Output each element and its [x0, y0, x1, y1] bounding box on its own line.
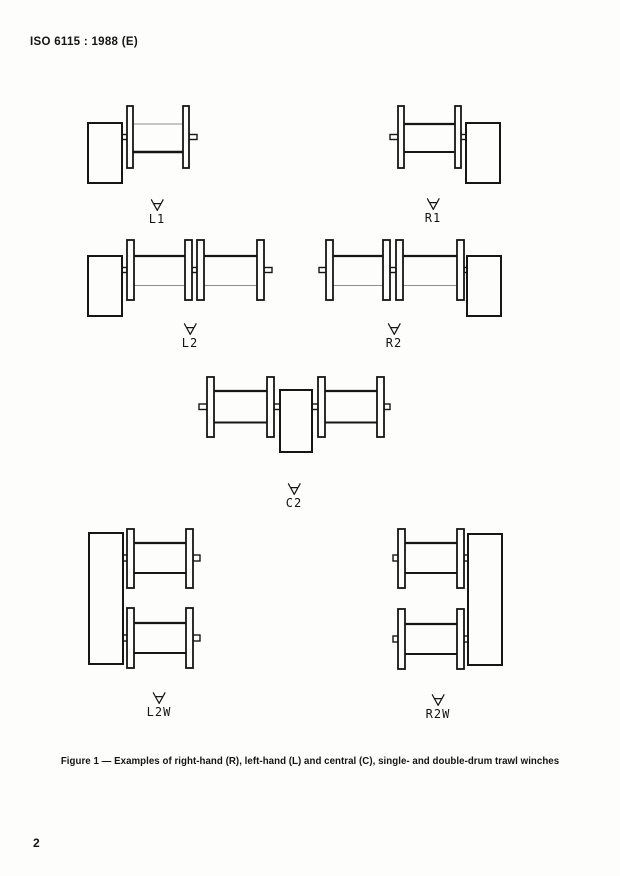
warp-direction-icon [426, 198, 440, 210]
warp-direction-icon [150, 199, 164, 211]
warp-direction-icon [287, 483, 301, 495]
winch-label-group-l2w: L2W [147, 692, 172, 719]
winch-label-c2: C2 [285, 496, 303, 510]
page-number: 2 [33, 836, 40, 850]
winch-diagram-r1 [389, 105, 501, 184]
winch-diagram-l1 [87, 105, 198, 184]
winch-label-group-c2: C2 [286, 483, 302, 510]
warp-direction-icon [183, 323, 197, 335]
winch-diagram-l2w [88, 528, 201, 669]
winch-label-group-l2: L2 [182, 323, 198, 350]
winch-label-r1: R1 [424, 211, 442, 225]
iso-reference-header: ISO 6115 : 1988 (E) [30, 36, 138, 48]
winch-diagram-r2 [318, 239, 502, 317]
winch-label-l2w: L2W [146, 705, 172, 719]
winch-label-l2: L2 [181, 336, 199, 350]
winch-label-group-l1: L1 [149, 199, 165, 226]
winch-label-r2w: R2W [425, 707, 451, 721]
figure-caption: Figure 1 — Examples of right-hand (R), l… [60, 756, 560, 767]
winch-diagram-r2w [392, 528, 503, 670]
warp-direction-icon [387, 323, 401, 335]
winch-label-r2: R2 [385, 336, 403, 350]
winch-label-group-r2w: R2W [426, 694, 451, 721]
winch-label-l1: L1 [148, 212, 166, 226]
winch-diagram-c2 [198, 376, 391, 453]
winch-label-group-r2: R2 [386, 323, 402, 350]
winch-diagram-l2 [87, 239, 273, 317]
warp-direction-icon [431, 694, 445, 706]
warp-direction-icon [152, 692, 166, 704]
winch-label-group-r1: R1 [425, 198, 441, 225]
